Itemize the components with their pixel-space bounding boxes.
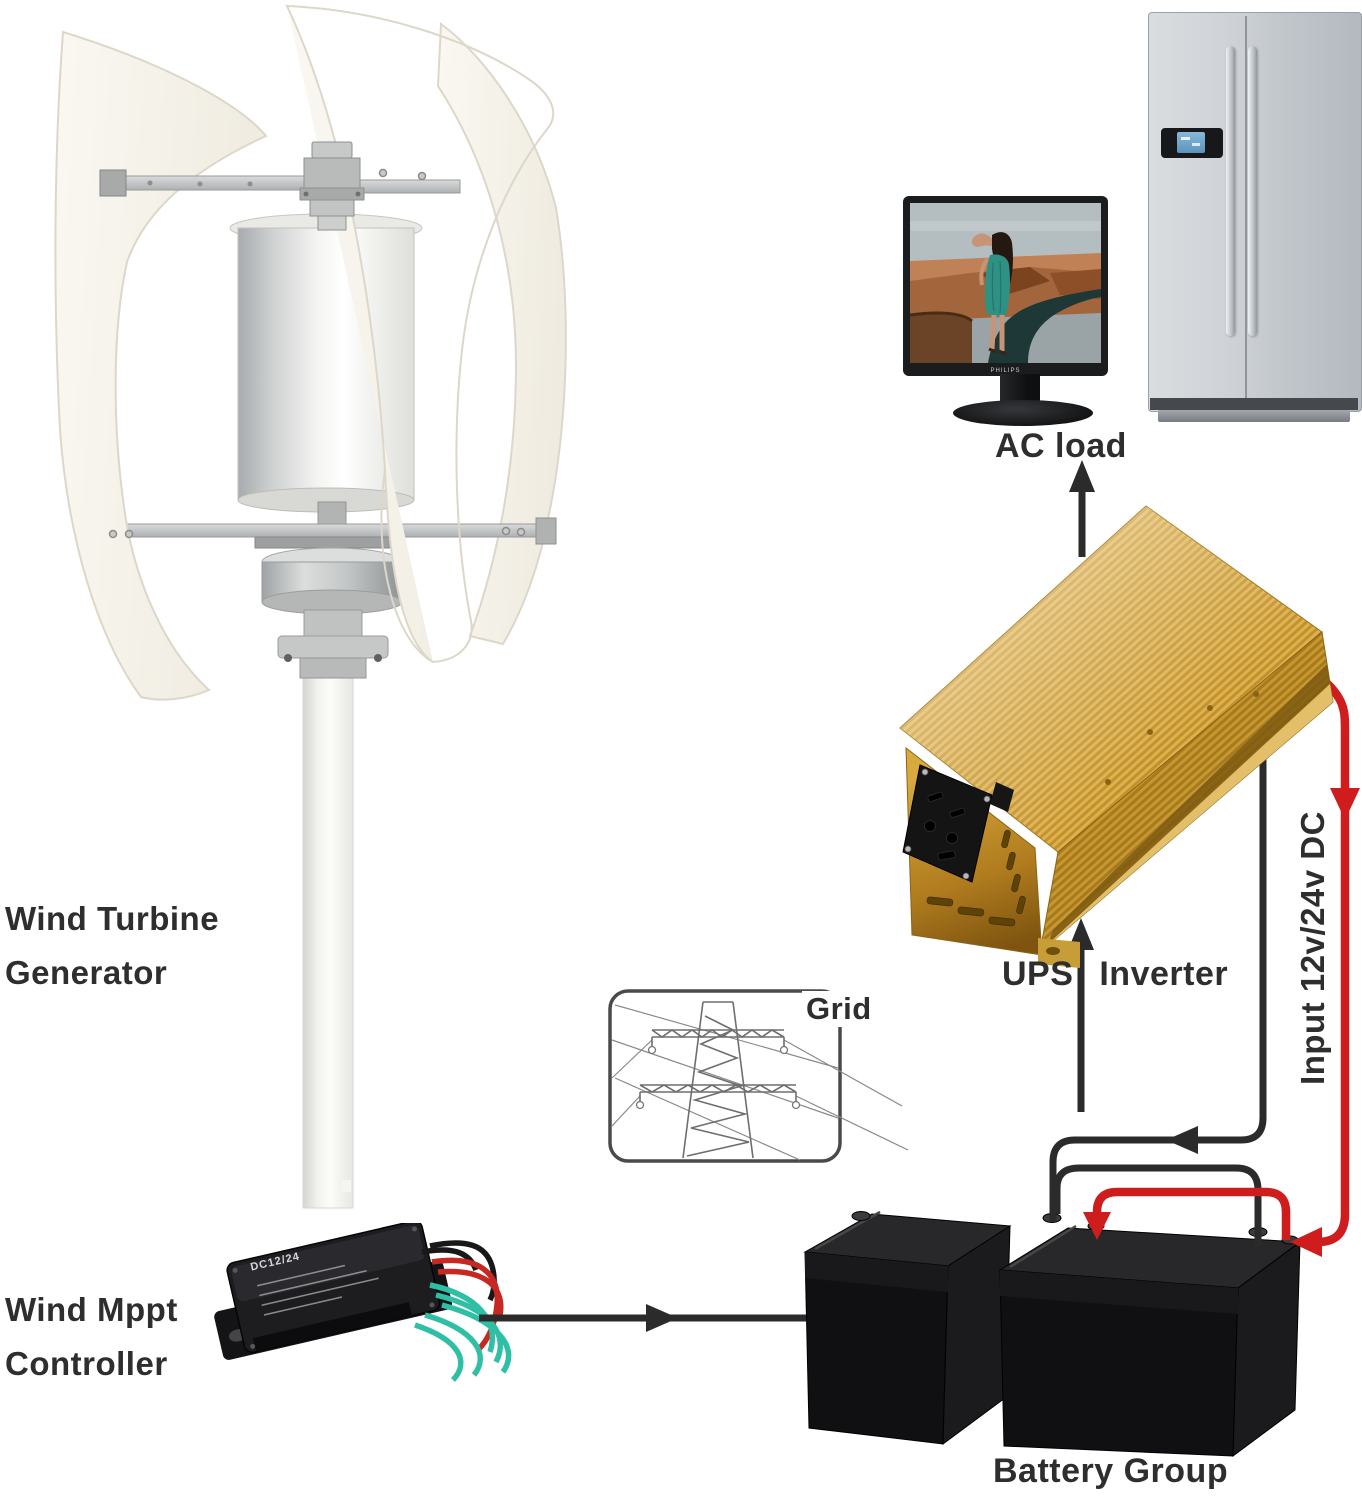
insulators	[635, 1045, 801, 1110]
monitor-screen	[910, 203, 1101, 363]
input-dc-label: Input 12v/24v DC	[1294, 811, 1331, 1085]
turbine-blade-rear	[436, 22, 567, 646]
inverter-screws	[1105, 691, 1271, 875]
ac-load-label: AC load	[995, 427, 1127, 465]
ups-inverter-label: UPS Inverter	[1002, 955, 1229, 993]
refrigerator-display	[1161, 128, 1223, 158]
transmission-tower	[639, 1001, 797, 1159]
controller-body	[214, 1223, 453, 1360]
refrigerator-door-seam	[1245, 16, 1247, 404]
mppt-controller-label: Wind Mppt Controller	[5, 1291, 178, 1382]
battery-1	[803, 1210, 1105, 1446]
inverter-outlet	[902, 764, 1014, 883]
canyon-photo	[910, 203, 1101, 363]
battery-2	[998, 1224, 1302, 1458]
refrigerator-handle-right	[1248, 46, 1257, 336]
turbine-blade-front	[285, 4, 555, 664]
refrigerator	[1148, 12, 1362, 424]
turbine-pole	[302, 675, 354, 1209]
wire-battery-series-link	[1053, 1164, 1262, 1246]
monitor: PHILIPS	[903, 196, 1111, 432]
wind-turbine-label: Wind Turbine Generator	[5, 900, 220, 991]
wind-turbine-illustration	[54, 4, 567, 1209]
wire-red-battery-jumper	[1092, 1187, 1291, 1240]
mppt-controller-illustration	[214, 1223, 512, 1382]
wire-inverter-to-battery1	[1049, 745, 1267, 1222]
grid-illustration	[608, 989, 909, 1163]
monitor-brand-label: PHILIPS	[990, 368, 1021, 374]
monitor-stand	[1000, 374, 1040, 402]
monitor-base	[953, 400, 1093, 426]
refrigerator-handle-left	[1226, 46, 1235, 336]
refrigerator-base	[1150, 398, 1358, 410]
monitor-frame: PHILIPS	[903, 196, 1108, 376]
ups-inverter-illustration	[899, 505, 1334, 968]
blade-screws	[108, 168, 526, 539]
refrigerator-kickplate	[1158, 410, 1350, 422]
battery-group-label: Battery Group	[993, 1452, 1229, 1490]
grid-label: Grid	[802, 991, 876, 1027]
turbine-blade-left	[54, 30, 268, 701]
refrigerator-lcd	[1177, 132, 1205, 153]
turbine-hub	[299, 141, 365, 231]
woman-figure	[971, 232, 1013, 356]
inverter-vents	[926, 829, 1026, 927]
controller-wires	[414, 1240, 512, 1382]
